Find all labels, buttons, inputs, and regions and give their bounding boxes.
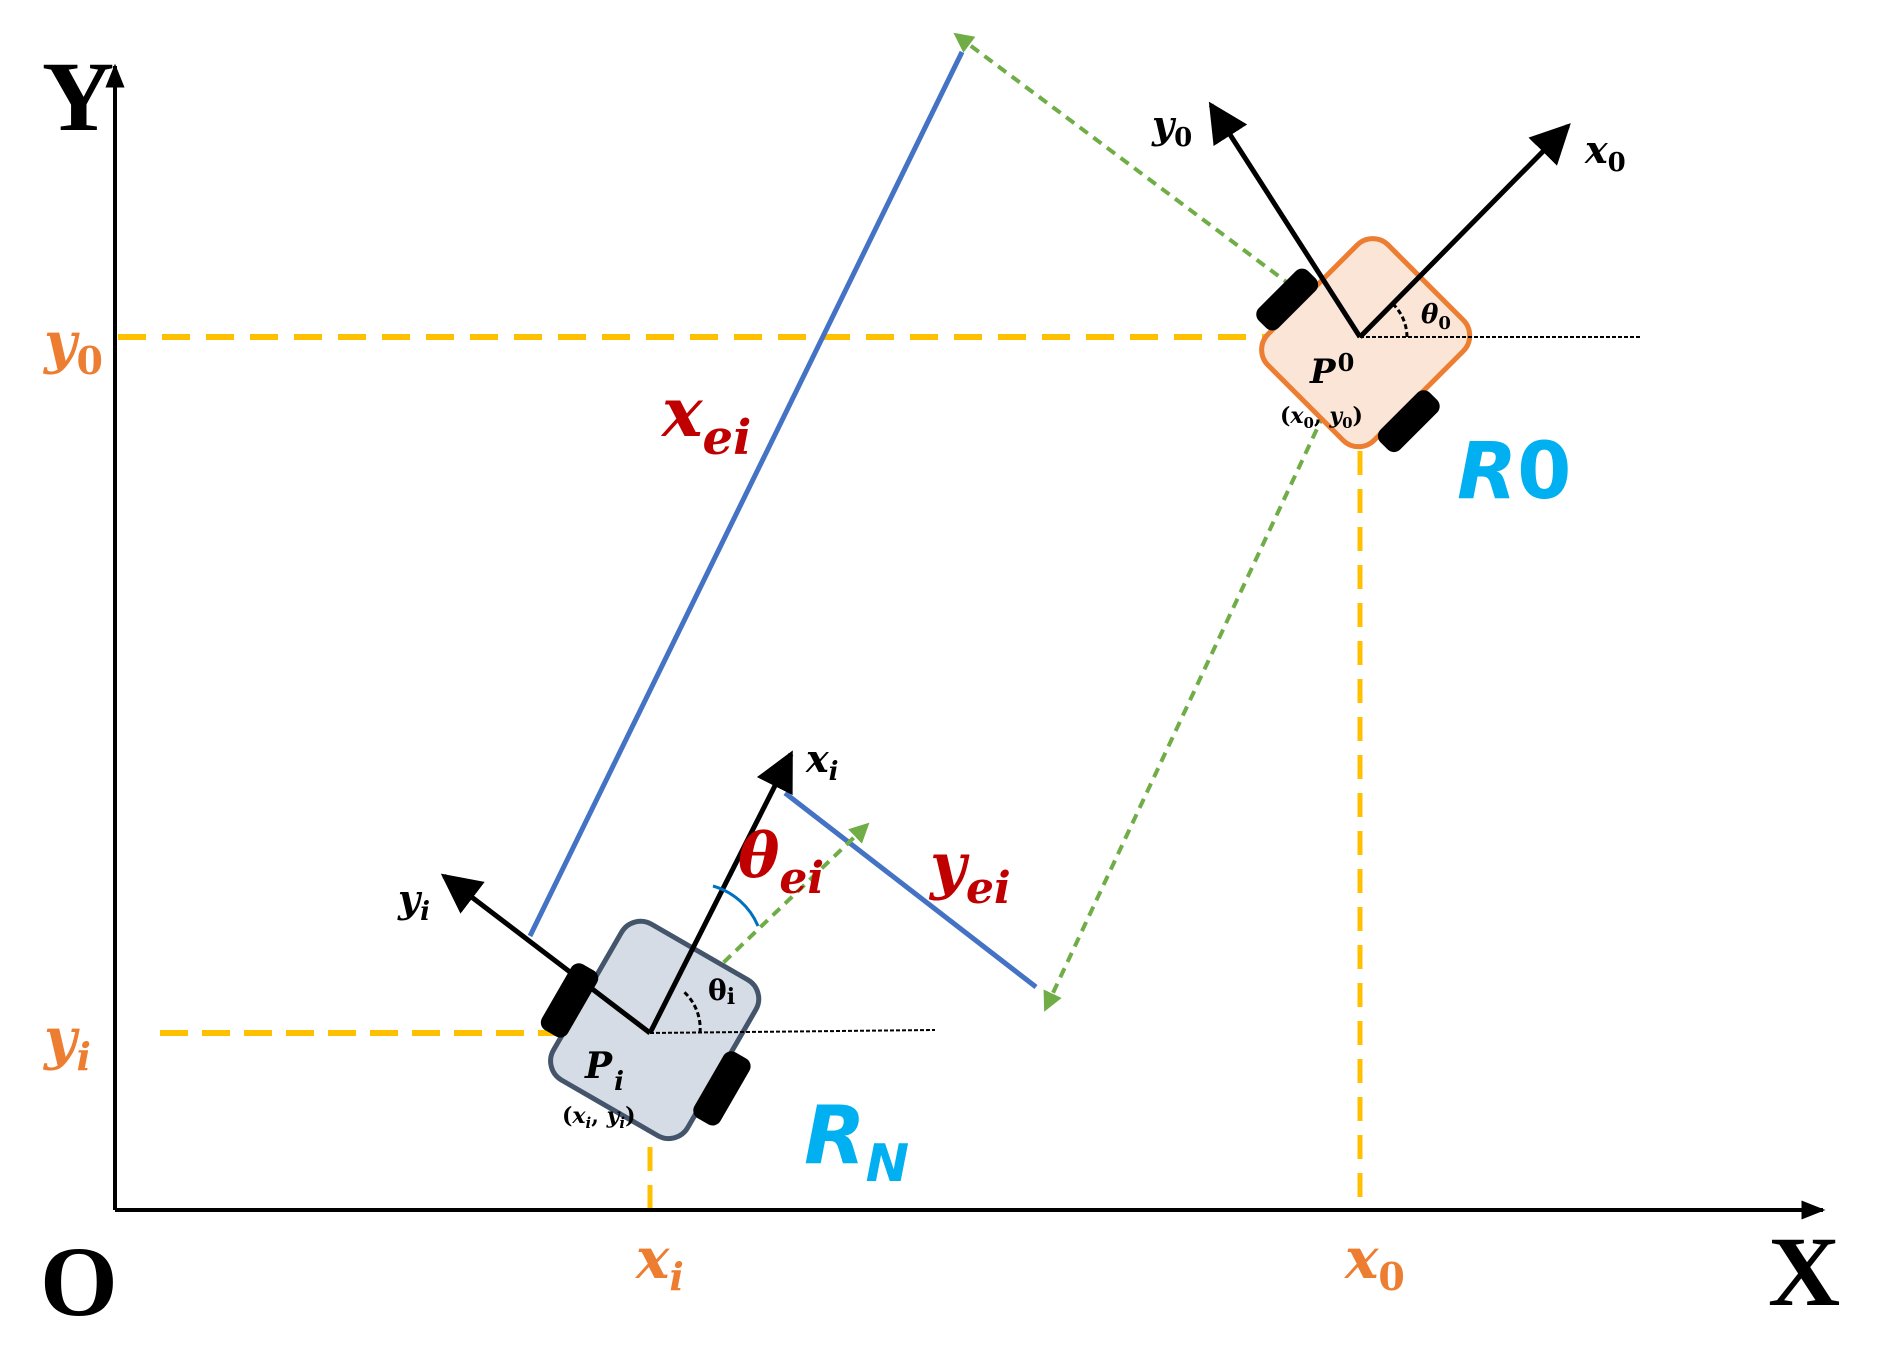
y-error-label: yei (928, 829, 1011, 914)
x-error-line (527, 50, 965, 938)
xi-tick-label: xi (635, 1226, 684, 1299)
leader-coords-label: (x0, y0) (1280, 403, 1363, 432)
follower-x-axis-arrow (647, 750, 794, 1035)
error-lines (527, 50, 1038, 989)
x-axis-label: X (1768, 1216, 1840, 1327)
leader-y-axis-arrow (1208, 101, 1363, 339)
follower-y-axis-label: yi (397, 876, 430, 927)
leader-y-axis-label: y0 (1151, 102, 1192, 153)
follower-heading-arc (681, 989, 702, 1034)
follower-robot-name: RN (804, 1089, 909, 1194)
leader-robot-wheel-left (1256, 268, 1319, 331)
follower-point-label: Pi (584, 1045, 624, 1097)
leader-robot-wheel-right (1377, 390, 1440, 453)
theta-error-label: θei (738, 819, 824, 904)
x-error-label: xei (660, 373, 751, 466)
leader-point-label: P0 (1309, 348, 1354, 392)
y-error-line (783, 791, 1038, 989)
leader-x-axis-label: x0 (1584, 127, 1626, 178)
theta-error-arc (712, 884, 760, 927)
axes (105, 63, 1826, 1220)
follower-robot-wheel-right (693, 1051, 751, 1126)
follower-x-axis-label: xi (805, 736, 839, 787)
leader-heading-label: θ0 (1421, 300, 1451, 334)
leader-robot (1256, 236, 1473, 453)
follower-y-axis-arrow (440, 873, 652, 1035)
x0-tick-label: x0 (1344, 1226, 1405, 1299)
leader-robot-name: R0 (1457, 427, 1571, 517)
follower-coords-label: (xi, yi) (562, 1103, 636, 1132)
yi-tick-label: yi (42, 1006, 91, 1079)
y0-tick-label: y0 (42, 310, 103, 383)
follower-heading-reference (649, 1029, 936, 1034)
leader-to-follower-corner-vector (1043, 336, 1362, 1012)
follower-robot (540, 918, 762, 1142)
follower-heading-label: θi (708, 974, 735, 1010)
leader-heading-arc (1391, 302, 1409, 338)
y-axis-label: Y (42, 41, 114, 152)
origin-label: O (40, 1226, 118, 1337)
relative-vectors (648, 32, 1362, 1035)
leader-x-axis-arrow (1358, 123, 1571, 339)
